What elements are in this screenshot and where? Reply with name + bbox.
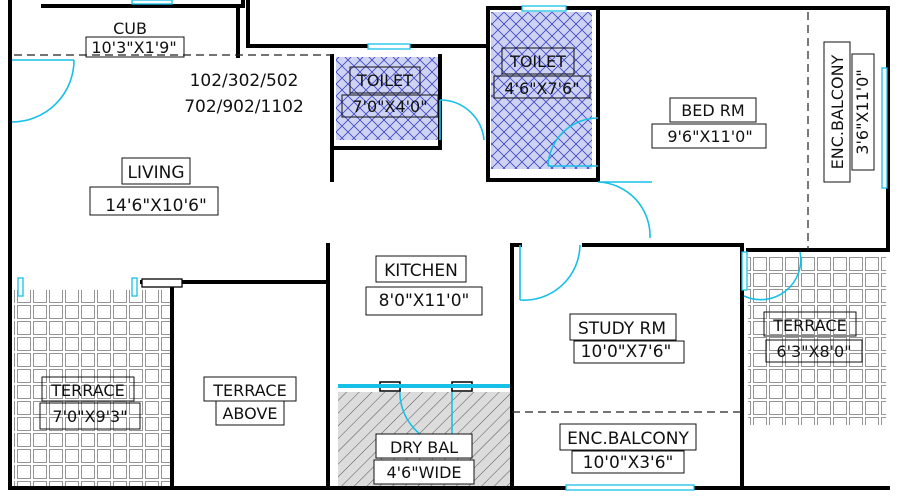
room-name: TOILET xyxy=(509,52,566,71)
room-size: 9'6"X11'0" xyxy=(667,127,752,146)
room-label-enc-balcony-bottom: ENC.BALCONY 10'0"X3'6" xyxy=(559,423,697,474)
window-study-terrace xyxy=(741,251,748,291)
room-name: CUB xyxy=(113,19,147,38)
room-size: 3'6"X11'0" xyxy=(853,69,872,154)
room-label-bed: BED RM 9'6"X11'0" xyxy=(651,97,767,149)
window-terrace-left xyxy=(17,277,24,297)
room-size: 8'0"X11'0" xyxy=(379,291,470,311)
door-toilet-right xyxy=(547,117,599,167)
room-label-dry-balcony: DRY BAL 4'6"WIDE xyxy=(373,433,475,485)
room-name: TERRACE xyxy=(212,381,286,400)
window-cub xyxy=(131,0,173,5)
room-name: TERRACE xyxy=(772,316,846,335)
room-size: ABOVE xyxy=(222,404,277,423)
room-size: 7'0"X4'0" xyxy=(352,97,427,116)
room-name: BED RM xyxy=(681,101,744,120)
window-living-ledge xyxy=(141,278,183,288)
room-name: KITCHEN xyxy=(384,261,458,281)
room-size: 6'3"X8'0" xyxy=(776,342,851,361)
room-label-terrace-above: TERRACE ABOVE xyxy=(203,376,297,426)
room-name: ENC.BALCONY xyxy=(828,54,847,169)
room-label-living: LIVING 14'6"X10'6" xyxy=(89,157,219,216)
door-study xyxy=(519,244,581,301)
door-toilet-left xyxy=(439,99,485,141)
window-enc-balcony xyxy=(565,484,695,491)
window-toilet-left xyxy=(367,43,411,50)
room-label-cub: CUB 10'3"X1'9" xyxy=(85,19,185,58)
room-size: 7'0"X9'3" xyxy=(52,407,127,426)
room-name: TERRACE xyxy=(50,381,124,400)
room-size: 10'0"X7'6" xyxy=(581,342,672,362)
terrace-left-floor xyxy=(14,290,172,488)
toilet-left-floor xyxy=(336,57,438,140)
room-label-terrace-left: TERRACE 7'0"X9'3" xyxy=(39,376,141,430)
room-name: DRY BAL xyxy=(390,438,458,457)
room-label-toilet-right: TOILET 4'6"X7'6" xyxy=(493,47,591,99)
room-name: LIVING xyxy=(127,163,184,183)
room-size: 10'3"X1'9" xyxy=(91,38,176,57)
unit-numbers-line1: 102/302/502 xyxy=(190,71,299,91)
room-label-study: STUDY RM 10'0"X7'6" xyxy=(569,313,685,364)
toilet-right-floor xyxy=(491,12,592,169)
dashed-lines xyxy=(14,12,809,413)
room-size: 10'0"X3'6" xyxy=(583,453,674,473)
room-name: TOILET xyxy=(356,71,413,90)
dry-balcony-wall xyxy=(338,384,510,388)
window-toilet-right xyxy=(521,5,567,12)
unit-numbers-line2: 702/902/1102 xyxy=(184,97,304,117)
room-size: 14'6"X10'6" xyxy=(105,196,207,216)
window-terrace-left-2 xyxy=(131,277,138,297)
room-size: 4'6"WIDE xyxy=(386,463,461,482)
door-living-entry xyxy=(11,59,75,123)
room-label-kitchen: KITCHEN 8'0"X11'0" xyxy=(365,255,483,316)
room-size: 4'6"X7'6" xyxy=(504,79,579,98)
room-label-toilet-left: TOILET 7'0"X4'0" xyxy=(341,66,439,118)
room-label-terrace-right: TERRACE 6'3"X8'0" xyxy=(763,311,863,363)
window-bed-balcony xyxy=(881,67,888,189)
room-name: STUDY RM xyxy=(578,319,666,339)
door-study-terrace xyxy=(743,251,802,301)
room-name: ENC.BALCONY xyxy=(567,429,689,449)
door-bedroom xyxy=(597,181,652,239)
room-label-enc-balcony-side: ENC.BALCONY 3'6"X11'0" xyxy=(823,41,875,183)
windows xyxy=(17,0,888,491)
